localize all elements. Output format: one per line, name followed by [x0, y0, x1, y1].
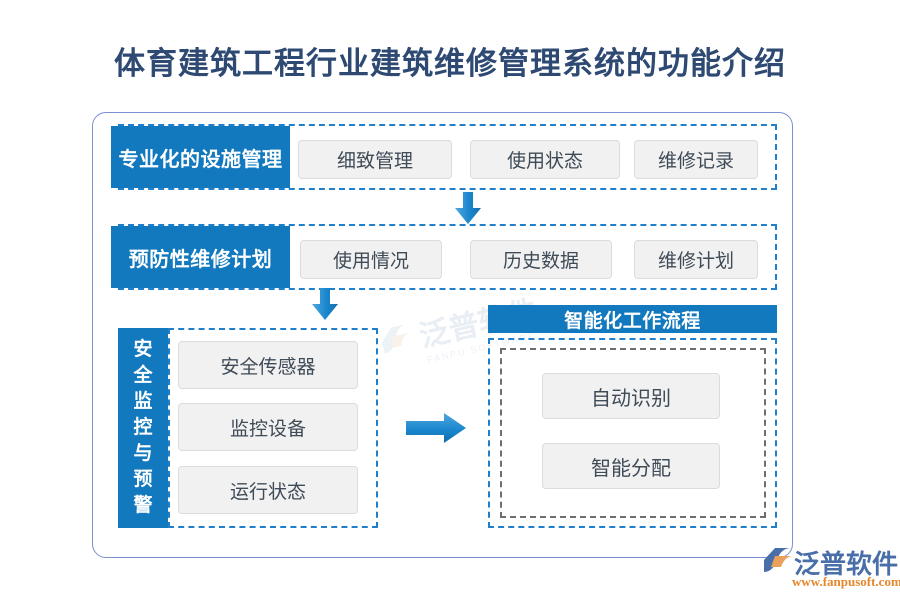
arrow-down-icon-1: [455, 192, 481, 224]
brand-logo-mark-icon: [764, 548, 793, 572]
monitoring-item-0[interactable]: 安全传感器: [178, 341, 358, 389]
row-1-item-2[interactable]: 维修记录: [634, 140, 758, 179]
workflow-dashed-container: [488, 338, 777, 528]
monitoring-header-char-4: 与: [133, 443, 153, 464]
page-title: 体育建筑工程行业建筑维修管理系统的功能介绍: [114, 46, 786, 81]
monitoring-header-char-0: 安: [133, 339, 153, 360]
row-2-item-1[interactable]: 历史数据: [470, 240, 612, 279]
monitoring-header-char-1: 全: [133, 365, 153, 386]
monitoring-header[interactable]: 安 全 监 控 与 预 警: [118, 328, 168, 528]
arrow-down-icon-2: [312, 288, 338, 320]
monitoring-dashed-container: [168, 328, 378, 528]
row-2-header[interactable]: 预防性维修计划: [111, 226, 290, 288]
monitoring-header-char-5: 预: [133, 469, 153, 490]
monitoring-header-char-6: 警: [133, 495, 153, 516]
workflow-inner-dashed-container: [500, 348, 766, 518]
row-1-item-0[interactable]: 细致管理: [298, 140, 452, 179]
brand-logo: 泛普软件 www.fanpusoft.com: [762, 544, 900, 592]
workflow-item-0[interactable]: 自动识别: [542, 373, 720, 419]
workflow-item-1[interactable]: 智能分配: [542, 443, 720, 489]
workflow-header[interactable]: 智能化工作流程: [488, 305, 777, 333]
monitoring-item-2[interactable]: 运行状态: [178, 466, 358, 514]
brand-logo-url: www.fanpusoft.com: [792, 574, 900, 589]
arrow-right-icon-1: [406, 413, 466, 443]
monitoring-header-char-3: 控: [133, 417, 153, 438]
row-1-item-1[interactable]: 使用状态: [470, 140, 620, 179]
monitoring-item-1[interactable]: 监控设备: [178, 403, 358, 451]
row-1-header[interactable]: 专业化的设施管理: [111, 126, 290, 188]
diagram-frame: [92, 112, 793, 558]
row-2-item-2[interactable]: 维修计划: [634, 240, 758, 279]
row-2-item-0[interactable]: 使用情况: [300, 240, 442, 279]
brand-logo-name: 泛普软件: [794, 550, 899, 579]
monitoring-header-char-2: 监: [133, 391, 153, 412]
